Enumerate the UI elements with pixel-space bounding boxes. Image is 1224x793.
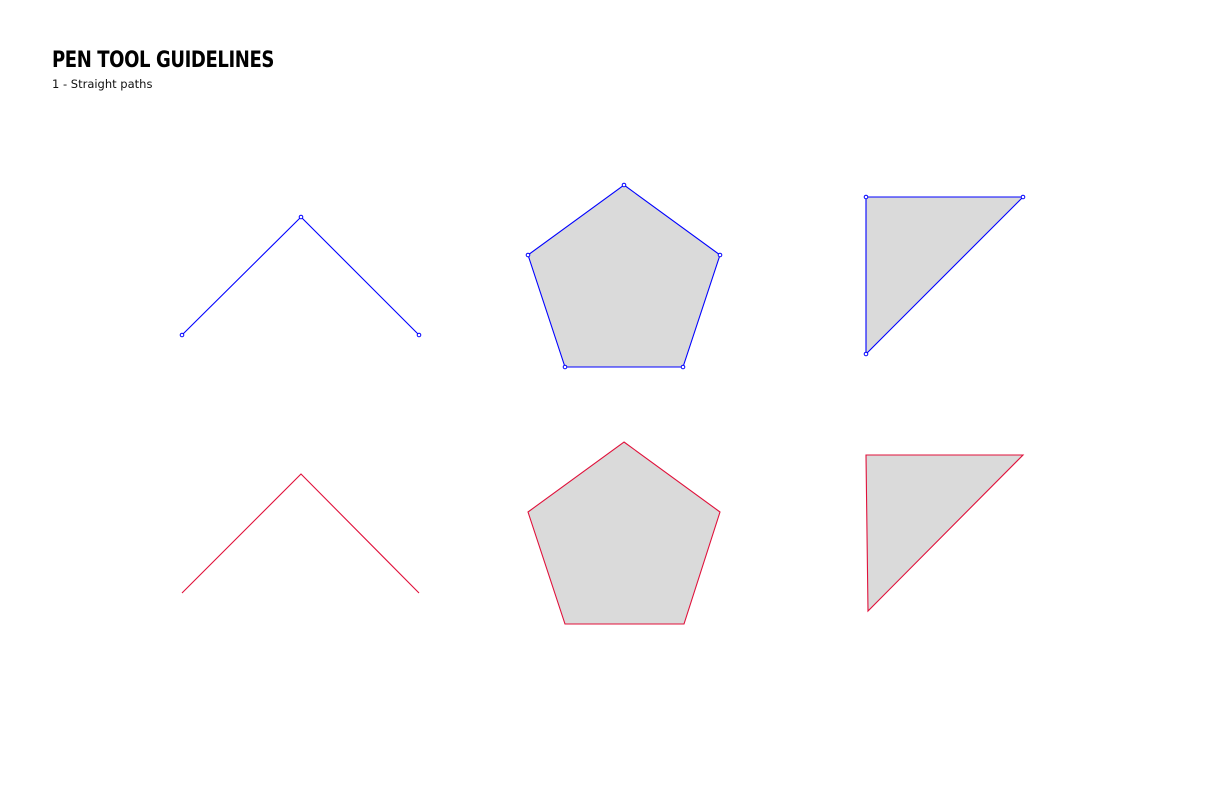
anchor-point[interactable] [525, 252, 531, 258]
anchor-point[interactable] [562, 364, 568, 370]
header: PEN TOOL GUIDELINES 1 - Straight paths [52, 48, 323, 91]
pentagon-closed-path[interactable] [527, 441, 721, 625]
selected-row [179, 182, 1026, 370]
pentagon-closed-path[interactable] [527, 184, 721, 368]
anchor-point[interactable] [1020, 194, 1026, 200]
triangle-closed-path[interactable] [865, 454, 1025, 613]
unselected-row [181, 441, 1025, 625]
triangle-closed-path[interactable] [865, 196, 1025, 356]
page-title: PEN TOOL GUIDELINES [52, 48, 274, 73]
anchor-point[interactable] [717, 252, 723, 258]
anchor-point[interactable] [863, 351, 869, 357]
anchor-point[interactable] [863, 194, 869, 200]
chevron-open-path[interactable] [181, 216, 420, 336]
anchor-point[interactable] [416, 332, 422, 338]
anchor-point[interactable] [298, 214, 304, 220]
anchor-point[interactable] [179, 332, 185, 338]
anchor-point[interactable] [680, 364, 686, 370]
chevron-open-path[interactable] [181, 473, 420, 594]
page-subtitle: 1 - Straight paths [52, 77, 153, 91]
anchor-point[interactable] [621, 182, 627, 188]
